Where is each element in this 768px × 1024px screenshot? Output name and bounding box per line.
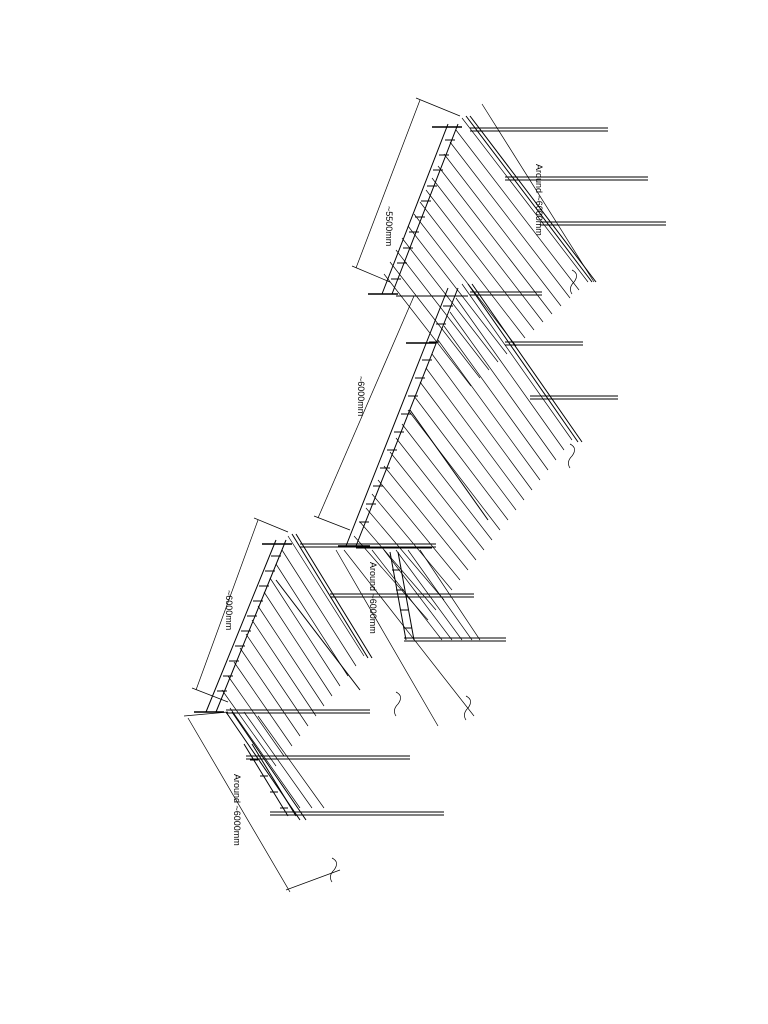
upper-span-label: Around ~6000mm bbox=[534, 164, 544, 236]
lower-guard-rail bbox=[194, 539, 361, 713]
upper-outriggers bbox=[470, 127, 666, 296]
middle-dimensions bbox=[313, 295, 575, 531]
connector-section: Around ~6000mm bbox=[330, 549, 506, 727]
middle-guard-rail bbox=[338, 287, 489, 547]
lower-dimensions bbox=[183, 517, 401, 893]
middle-outriggers bbox=[300, 291, 618, 548]
lower-deck-slats bbox=[221, 535, 365, 809]
lower-span-label: Around ~6000mm bbox=[232, 774, 242, 846]
middle-span-label: Around ~6000mm bbox=[368, 562, 378, 634]
upper-guard-rail bbox=[368, 123, 462, 295]
upper-width-label: ~5500mm bbox=[384, 206, 394, 246]
upper-deck-slats bbox=[383, 117, 589, 387]
connector-dimensions bbox=[335, 549, 475, 727]
lower-section: ~6000mm Around ~6000mm bbox=[183, 517, 444, 893]
middle-deck-slats bbox=[353, 283, 573, 621]
lower-width-label: ~6000mm bbox=[224, 590, 234, 630]
lower-ladder-2 bbox=[243, 743, 297, 817]
upper-dimensions bbox=[351, 97, 595, 295]
connector-ladder bbox=[330, 551, 506, 642]
middle-deck-edge bbox=[356, 283, 583, 549]
lower-outriggers bbox=[226, 709, 444, 816]
middle-section: ~6000mm bbox=[300, 283, 618, 621]
middle-width-label: ~6000mm bbox=[356, 376, 366, 416]
connector-slats bbox=[371, 549, 481, 641]
upper-deck-edge bbox=[396, 115, 597, 297]
